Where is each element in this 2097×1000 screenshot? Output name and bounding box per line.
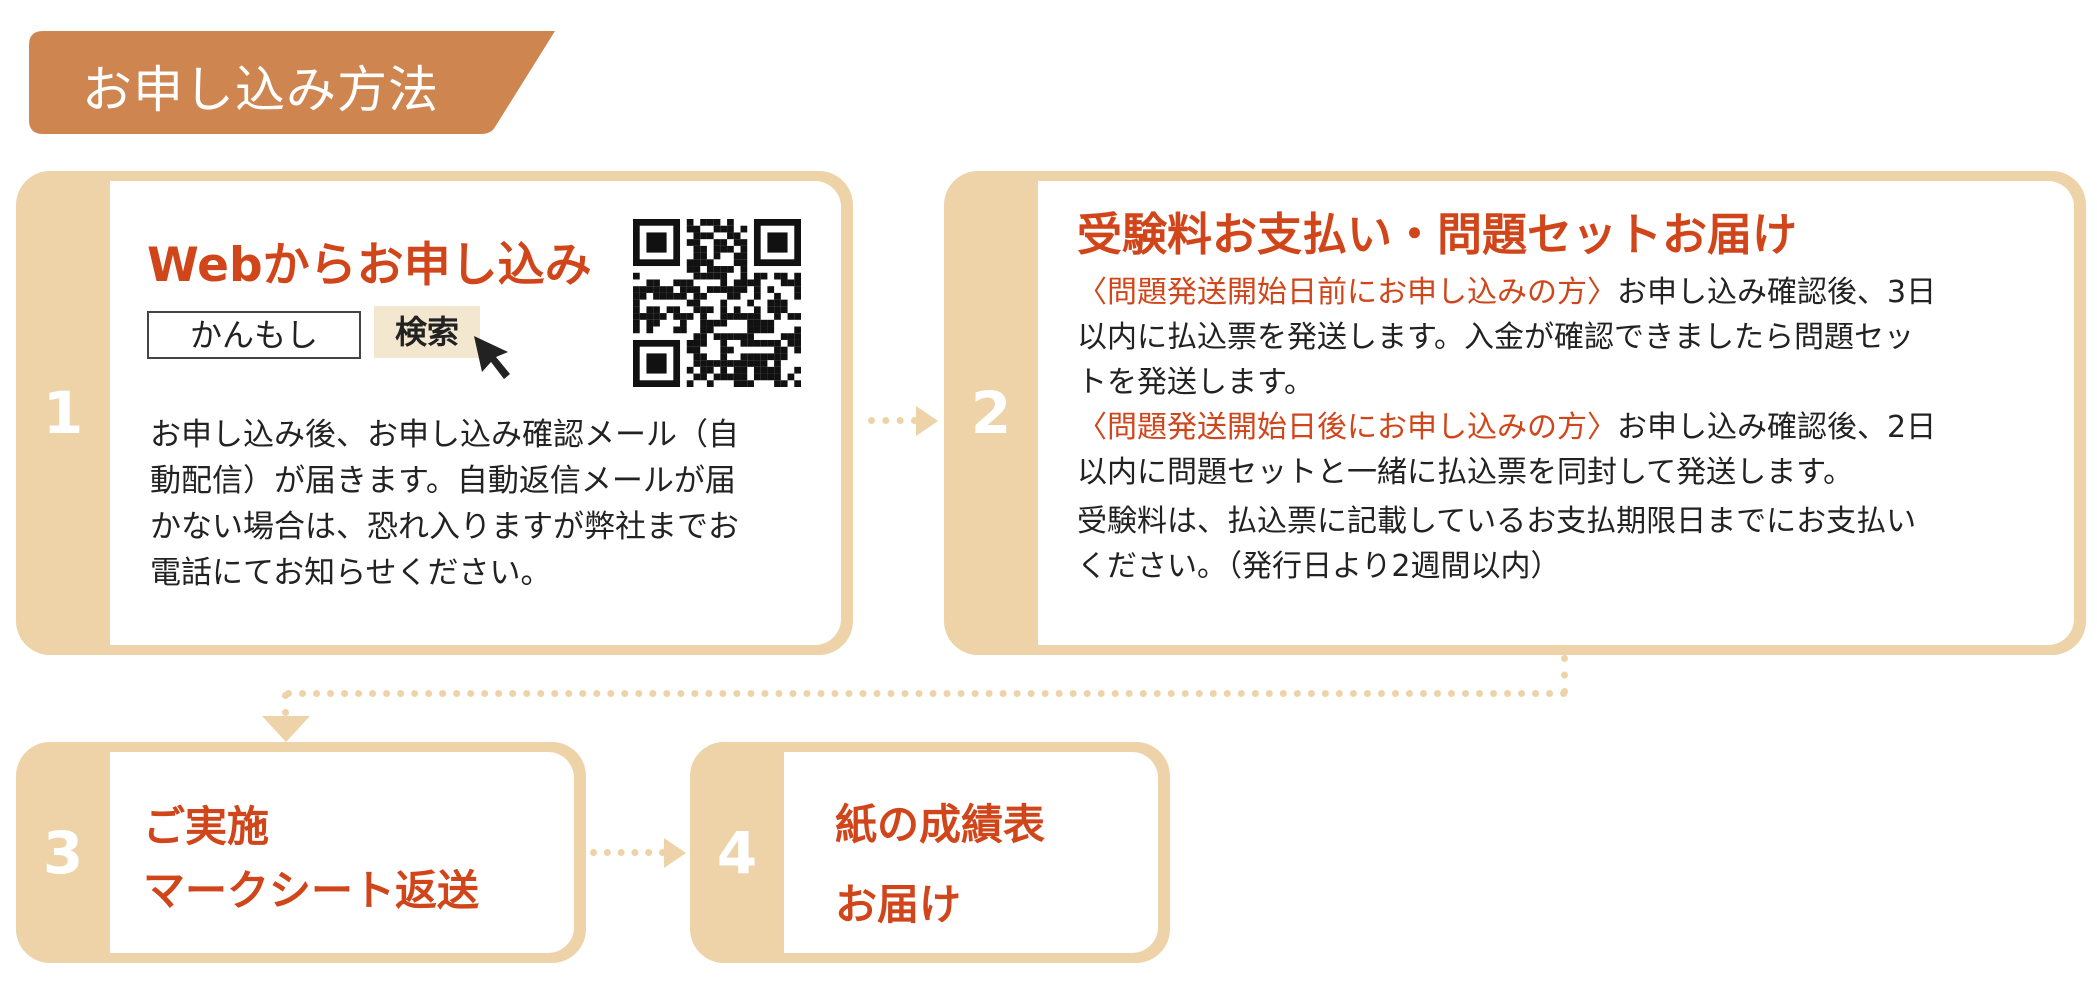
qr-code (633, 219, 801, 387)
text-line: 電話にてお知らせください。 (150, 555, 552, 591)
step-2-card: 2 (944, 171, 2086, 655)
text: お申し込み確認後、2日 (1617, 410, 1937, 445)
text-line: 以内に払込票を発送します。入金が確認できましたら問題セッ (1077, 320, 1914, 355)
text-line: かない場合は、恐れ入りますが弊社までお (150, 509, 739, 545)
condition-label: 〈問題発送開始日後にお申し込みの方〉 (1077, 410, 1617, 445)
cursor-arrow-icon (474, 336, 510, 379)
text-line: お申し込み後、お申し込み確認メール（自 (150, 417, 739, 453)
step-number: 1 (42, 379, 84, 447)
step-2-title: 受験料お支払い・問題セットお届け (1077, 208, 1798, 261)
arrow-right-icon (664, 838, 686, 868)
text-line: マークシート返送 (143, 866, 480, 915)
text-line: ご実施 (143, 802, 270, 851)
connector-dots (868, 417, 918, 424)
step-3-title: ご実施 マークシート返送 (143, 795, 479, 923)
section-header-tab (29, 31, 555, 134)
step-4-title: 紙の成績表 お届け (835, 785, 1045, 945)
condition-label: 〈問題発送開始日前にお申し込みの方〉 (1077, 275, 1617, 310)
step-number: 3 (42, 818, 84, 887)
text: お申し込み確認後、3日 (1617, 275, 1937, 310)
connector-dots (282, 692, 289, 716)
text-line: お届け (835, 880, 962, 929)
step-4-card: 4 (690, 742, 1170, 963)
search-input[interactable]: かんもし (147, 311, 361, 359)
text-line: 以内に問題セットと一緒に払込票を同封して発送します。 (1077, 455, 1854, 490)
text-line: 動配信）が届きます。自動返信メールが届 (150, 463, 736, 499)
connector-dots (285, 690, 1568, 697)
connector-dots (1561, 655, 1568, 695)
step-1-title: Webからお申し込み (147, 238, 592, 293)
step-2-description: 〈問題発送開始日前にお申し込みの方〉お申し込み確認後、3日 以内に払込票を発送し… (1077, 270, 1936, 589)
step-number: 4 (716, 818, 758, 887)
arrow-right-icon (916, 406, 938, 436)
step-3-card: 3 (16, 742, 586, 963)
text-line: 受験料は、払込票に記載しているお支払期限日までにお支払い (1077, 504, 1917, 539)
section-title: お申し込み方法 (82, 61, 439, 119)
text-line: トを発送します。 (1077, 365, 1314, 400)
connector-dots (590, 849, 666, 856)
step-1-description: お申し込み後、お申し込み確認メール（自 動配信）が届きます。自動返信メールが届 … (150, 412, 739, 596)
step-number: 2 (970, 379, 1012, 447)
search-button[interactable]: 検索 (374, 306, 480, 358)
text-line: ください。（発行日より2週間以内） (1077, 549, 1561, 584)
arrow-down-icon (262, 716, 310, 742)
text-line: 紙の成績表 (835, 800, 1046, 849)
